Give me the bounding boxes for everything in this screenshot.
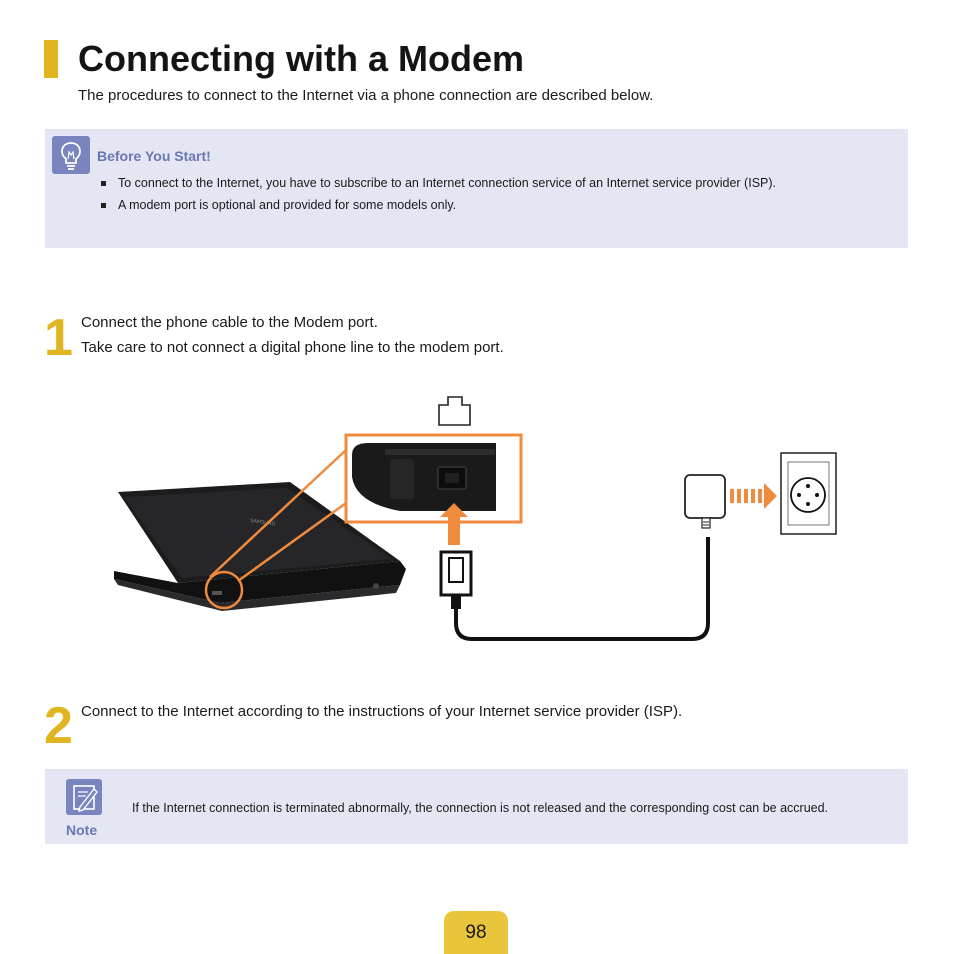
modem-port-icon [438,396,471,426]
arrow-to-wall-icon [730,483,777,509]
bullet-marker [101,181,106,186]
step-number: 2 [44,697,73,755]
page-intro: The procedures to connect to the Interne… [78,87,654,104]
title-accent-bar [44,40,58,78]
phone-adapter [684,474,726,529]
note-text: If the Internet connection is terminated… [132,801,829,815]
before-you-start-box [45,129,908,248]
note-label: Note [66,822,98,838]
step-text: Take care to not connect a digital phone… [81,339,504,356]
note-box [45,769,908,844]
laptop-brand-text: SAMSUNG [250,518,276,528]
bullet-marker [101,203,106,208]
tip-item: A modem port is optional and provided fo… [118,198,457,212]
tip-item: To connect to the Internet, you have to … [118,176,777,190]
zoomed-port-view [352,443,496,511]
step-text: Connect to the Internet according to the… [81,703,683,720]
before-you-start-heading: Before You Start! [97,148,211,164]
page-number: 98 [465,922,487,943]
wall-jack-illustration [780,452,837,535]
page-number-tab [444,911,508,954]
step-text: Connect the phone cable to the Modem por… [81,314,378,331]
lightbulb-icon [52,136,90,174]
modem-connection-illustration: SAMSUNG [114,396,837,641]
pencil-note-icon [66,779,102,815]
page-title: Connecting with a Modem [78,38,524,79]
phone-plug-illustration [439,550,473,609]
step-number: 1 [44,309,73,367]
